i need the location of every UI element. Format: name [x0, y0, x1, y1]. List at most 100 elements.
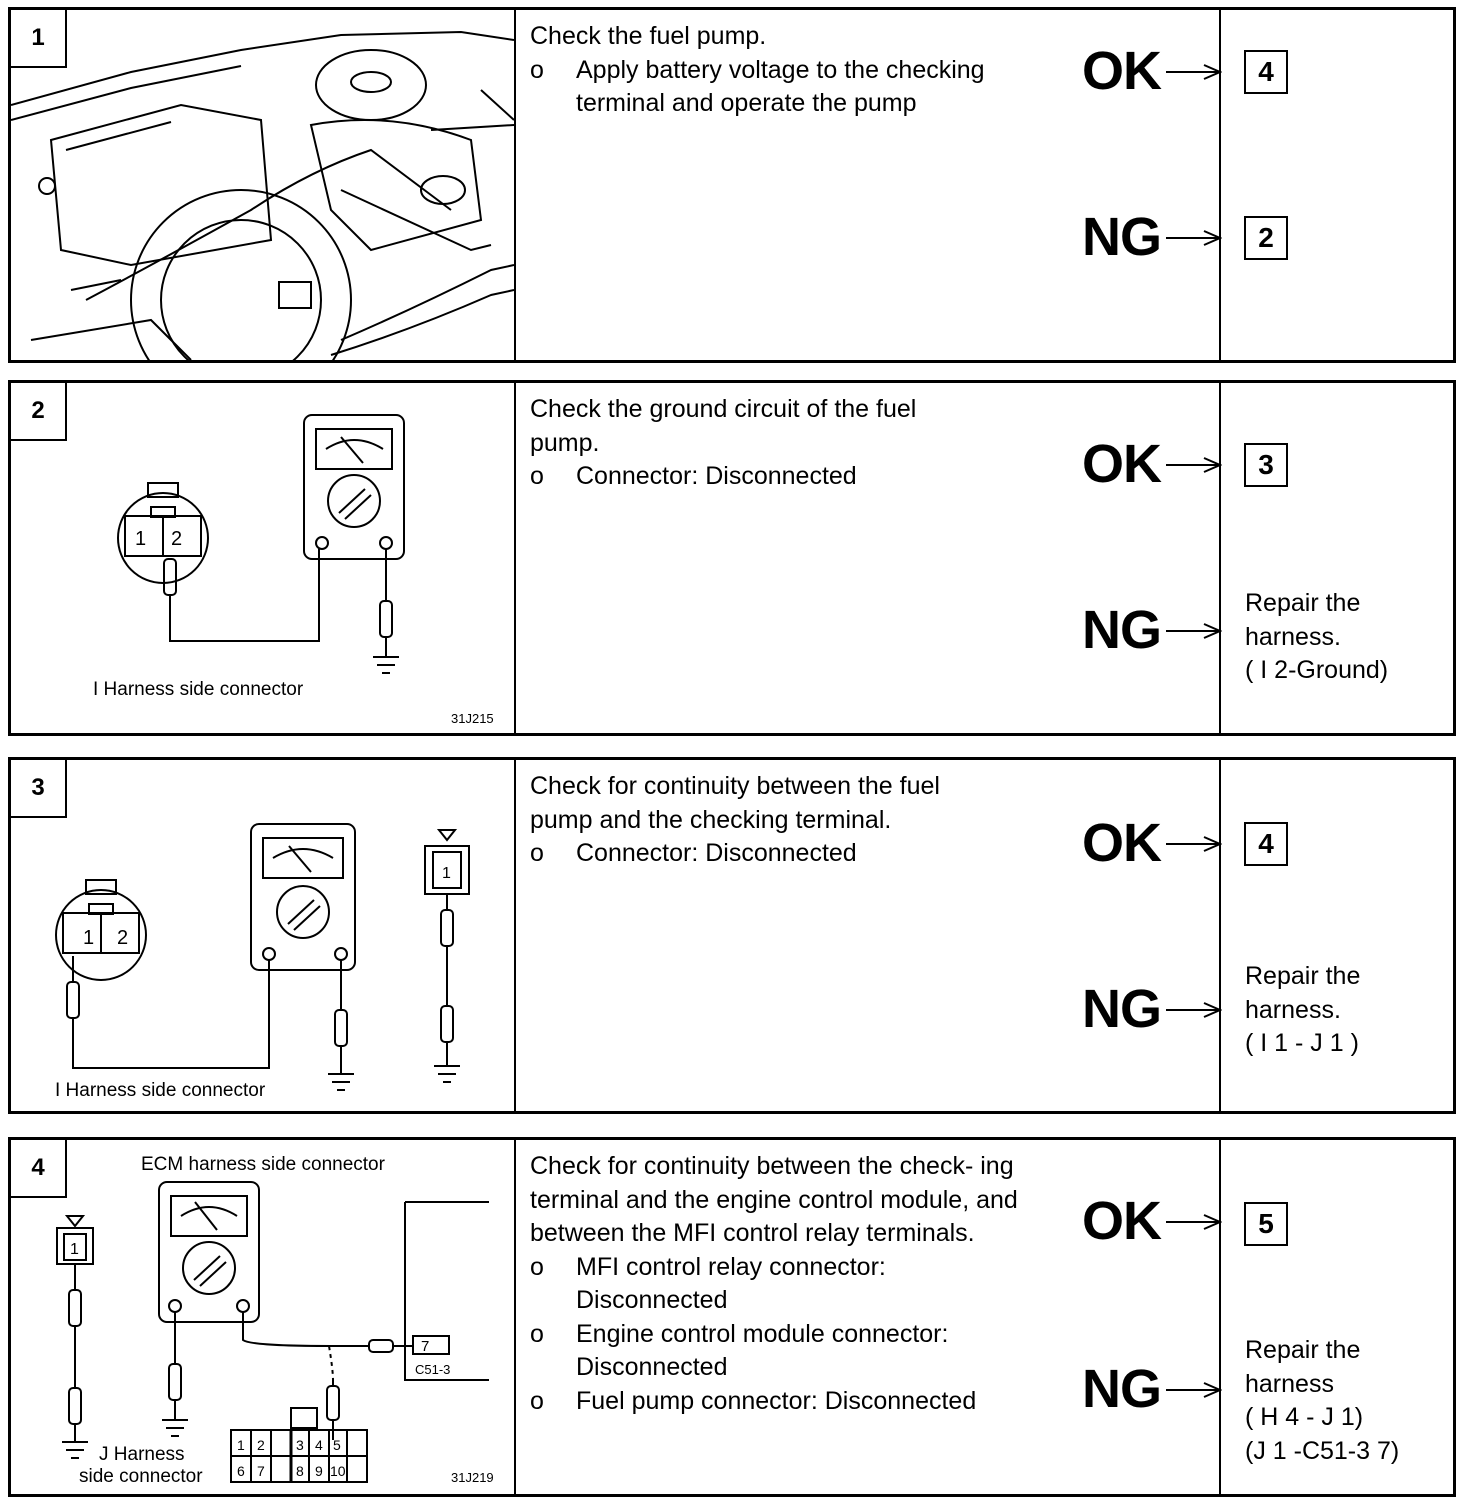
relay-pin-label: 7	[421, 1338, 429, 1355]
bullet-marker: o	[530, 839, 544, 867]
instruction-text: Check the ground circuit of the fuel pum…	[530, 393, 970, 494]
bullet-text: MFI control relay connector: Disconnecte…	[576, 1252, 886, 1315]
connector-pin: 6	[237, 1463, 245, 1479]
ng-label: NG	[1082, 207, 1162, 267]
pin-label: 1	[83, 927, 94, 949]
step-3: 3	[8, 757, 1456, 1114]
ok-arrow-icon	[1166, 64, 1222, 80]
repair-line: harness.	[1245, 995, 1341, 1024]
ng-repair-note: Repair the harness. ( I 2-Ground)	[1245, 587, 1388, 688]
connector-pin: 5	[333, 1437, 341, 1453]
j-caption: J Harness	[99, 1444, 185, 1465]
figure-caption: I Harness side connector	[55, 1080, 266, 1101]
connector-pin: 3	[296, 1437, 304, 1453]
pin-label: 2	[171, 528, 182, 550]
step-number: 2	[11, 383, 67, 441]
bullet-text: Connector: Disconnected	[576, 462, 857, 490]
connector-pin: 7	[257, 1463, 265, 1479]
ok-goto-step[interactable]: 4	[1244, 822, 1288, 866]
ecm-continuity-diagram: ECM harness side connector 1 7 C51-3 J H…	[56, 1154, 494, 1487]
bullet-text: Fuel pump connector: Disconnected	[576, 1386, 977, 1415]
instruction-text: Check for continuity between the check- …	[530, 1150, 1040, 1418]
repair-line: Repair the	[1245, 589, 1361, 617]
bullet-item: o Apply battery voltage to the checking …	[530, 54, 1060, 121]
step-number: 3	[11, 760, 67, 818]
ok-goto-step[interactable]: 5	[1244, 1202, 1288, 1246]
bullet-marker: o	[530, 462, 544, 490]
ng-arrow-icon	[1166, 1002, 1222, 1018]
ecm-caption: ECM harness side connector	[141, 1154, 386, 1175]
step-2-illustration: 2	[11, 383, 516, 733]
repair-line: harness	[1245, 1369, 1334, 1398]
step-number: 1	[11, 10, 67, 68]
engine-bay-illustration	[11, 30, 514, 360]
ok-goto-step[interactable]: 4	[1244, 50, 1288, 94]
step-2-results: 3 Repair the harness. ( I 2-Ground)	[1219, 383, 1458, 733]
relay-connector-id: C51-3	[415, 1362, 450, 1377]
repair-line: Repair the	[1245, 962, 1361, 990]
ng-goto-step[interactable]: 2	[1244, 216, 1288, 260]
connector-pin: 9	[315, 1463, 323, 1479]
instruction-heading: Check for continuity between the fuel pu…	[530, 772, 940, 834]
step-4-description: Check for continuity between the check- …	[514, 1140, 1222, 1494]
bullet-text: Engine control module connector: Disconn…	[576, 1319, 949, 1382]
step-4-results: 5 Repair the harness ( H 4 - J 1) (J 1 -…	[1219, 1140, 1458, 1494]
ok-arrow-icon	[1166, 1214, 1222, 1230]
instruction-heading: Check the ground circuit of the fuel pum…	[530, 395, 917, 457]
figure-id: 31J215	[451, 711, 494, 726]
bullet-item: o Connector: Disconnected	[530, 460, 970, 494]
terminal-label: 1	[70, 1241, 79, 1258]
bullet-item: o Engine control module connector: Disco…	[530, 1318, 1040, 1385]
bullet-marker: o	[530, 1319, 544, 1348]
step-1-results: 4 2	[1219, 10, 1458, 360]
ground-circuit-diagram: 1 2 I Harness side connector 31J215	[93, 414, 494, 726]
repair-line: (J 1 -C51-3 7)	[1245, 1436, 1400, 1465]
instruction-text: Check for continuity between the fuel pu…	[530, 770, 1000, 871]
bullet-item: o Connector: Disconnected	[530, 837, 1000, 871]
connector-pin: 8	[296, 1463, 304, 1479]
continuity-diagram: 1 2 1 I Harness side connector	[55, 823, 470, 1101]
repair-line: Repair the	[1245, 1336, 1361, 1364]
ng-repair-note: Repair the harness ( H 4 - J 1) (J 1 -C5…	[1245, 1334, 1399, 1468]
connector-pin: 2	[257, 1437, 265, 1453]
bullet-text: Connector: Disconnected	[576, 839, 857, 867]
ng-arrow-icon	[1166, 623, 1222, 639]
bullet-item: o Fuel pump connector: Disconnected	[530, 1385, 1040, 1419]
bullet-marker: o	[530, 1386, 544, 1415]
instruction-text: Check the fuel pump. o Apply battery vol…	[530, 20, 1060, 121]
step-1: 1	[8, 7, 1456, 363]
step-1-description: Check the fuel pump. o Apply battery vol…	[514, 10, 1222, 360]
bullet-marker: o	[530, 1252, 544, 1281]
bullet-marker: o	[530, 55, 544, 84]
ng-label: NG	[1082, 600, 1162, 660]
ok-goto-step[interactable]: 3	[1244, 443, 1288, 487]
repair-line: ( I 1 - J 1 )	[1245, 1029, 1359, 1057]
ng-arrow-icon	[1166, 1382, 1222, 1398]
ok-label: OK	[1082, 1191, 1162, 1251]
ok-arrow-icon	[1166, 457, 1222, 473]
connector-pin: 4	[315, 1437, 323, 1453]
ng-repair-note: Repair the harness. ( I 1 - J 1 )	[1245, 960, 1360, 1061]
instruction-heading: Check for continuity between the check- …	[530, 1152, 1018, 1247]
figure-caption: I Harness side connector	[93, 679, 304, 700]
step-2: 2	[8, 380, 1456, 736]
ok-label: OK	[1082, 41, 1162, 101]
repair-line: harness.	[1245, 622, 1341, 651]
connector-pin: 1	[237, 1437, 245, 1453]
ng-arrow-icon	[1166, 230, 1222, 246]
pin-label: 2	[117, 927, 128, 949]
step-4-illustration: 4	[11, 1140, 516, 1494]
instruction-heading: Check the fuel pump.	[530, 22, 767, 50]
j-caption: side connector	[79, 1466, 203, 1487]
step-3-illustration: 3	[11, 760, 516, 1111]
connector-pin: 10	[330, 1463, 346, 1479]
ok-label: OK	[1082, 813, 1162, 873]
ng-label: NG	[1082, 979, 1162, 1039]
repair-line: ( H 4 - J 1)	[1245, 1403, 1364, 1431]
step-1-illustration: 1	[11, 10, 516, 360]
terminal-label: 1	[442, 865, 451, 882]
ng-label: NG	[1082, 1359, 1162, 1419]
step-3-results: 4 Repair the harness. ( I 1 - J 1 )	[1219, 760, 1458, 1111]
bullet-text: Apply battery voltage to the checking te…	[576, 55, 985, 118]
figure-id: 31J219	[451, 1470, 494, 1485]
